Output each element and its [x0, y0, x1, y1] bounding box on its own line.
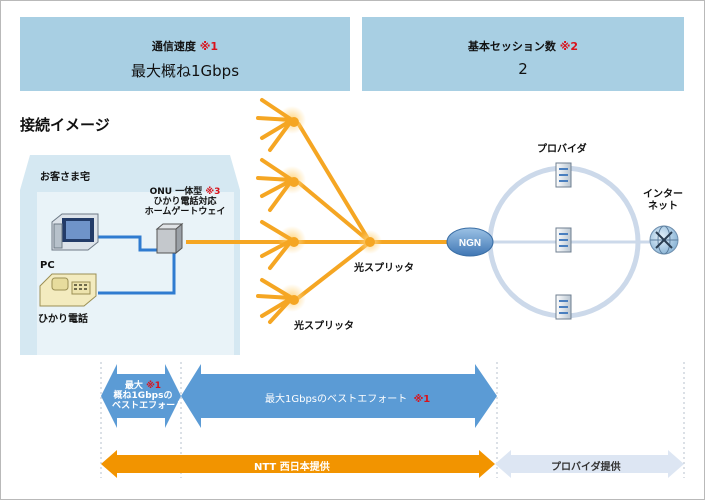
pc-icon: [51, 213, 99, 251]
speed-value: 最大概ね1Gbps: [130, 62, 240, 80]
center-splitter: [358, 230, 382, 254]
small-speed-arrow: [101, 364, 181, 428]
ngn-cloud: [446, 227, 494, 257]
main-speed-arrow: [181, 364, 497, 428]
splitter-node: [256, 98, 306, 152]
fiber-line: [296, 121, 372, 244]
home-label: お客さま宅: [40, 172, 90, 183]
ntt-arrow-label: NTT 西日本提供: [254, 462, 330, 473]
bottom-splitter-label: 光スプリッタ: [294, 321, 354, 332]
server-icon: [555, 162, 572, 188]
splitter-node: [256, 278, 306, 324]
provider-arrow-label: プロバイダ提供: [551, 462, 621, 473]
session-label: 基本セッション数 ※2: [467, 40, 579, 53]
pc-cable: [94, 235, 157, 252]
phone-icon: [39, 273, 97, 307]
main-arrow-label: 最大1Gbpsのベストエフォート ※1: [265, 394, 431, 405]
center-splitter-label: 光スプリッタ: [354, 263, 414, 274]
ngn-label: NGN: [459, 238, 481, 249]
internet-label: インターネット: [643, 189, 683, 212]
speed-box: 通信速度 ※1 最大概ね1Gbps: [20, 17, 350, 91]
small-arrow-label: 最大 ※1 概ね1Gbpsの ベストエフォート: [112, 381, 185, 411]
session-value: 2: [518, 60, 528, 78]
fiber-line: [296, 180, 372, 244]
fiber-line: [296, 240, 372, 300]
phone-label: ひかり電話: [38, 314, 88, 325]
phone-cable: [98, 246, 176, 295]
provider-label: プロバイダ: [537, 144, 587, 155]
onu-label: ONU 一体型 ※3 ひかり電話対応 ホームゲートウェイ: [144, 187, 226, 217]
splitter-node: [260, 220, 306, 270]
splitter-node: [256, 158, 306, 212]
onu-device-icon: [155, 222, 184, 255]
globe-icon: [649, 225, 679, 255]
server-icon: [555, 294, 572, 320]
page-title: 接続イメージ: [20, 116, 110, 134]
provider-arrow: [495, 450, 684, 478]
speed-label: 通信速度 ※1: [151, 40, 219, 53]
ntt-arrow: [101, 450, 495, 478]
server-icon: [555, 227, 572, 253]
session-box: 基本セッション数 ※2 2: [362, 17, 684, 91]
pc-label: PC: [40, 260, 55, 271]
